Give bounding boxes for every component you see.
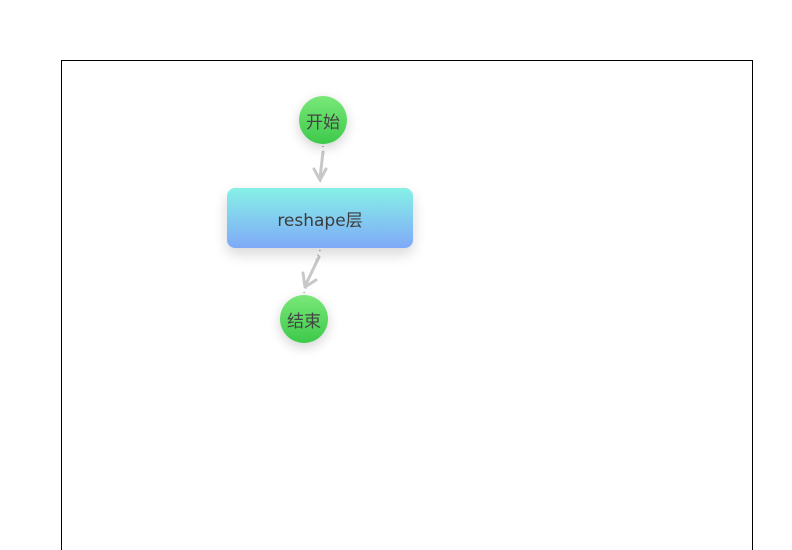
end-node[interactable]: 结束 xyxy=(280,295,328,343)
end-node-label: 结束 xyxy=(287,311,321,332)
start-node[interactable]: 开始 xyxy=(299,96,347,144)
flowchart-canvas xyxy=(61,60,753,550)
reshape-layer-node[interactable]: reshape层 xyxy=(227,188,413,248)
start-node-label: 开始 xyxy=(306,112,340,133)
reshape-layer-label: reshape层 xyxy=(277,210,363,231)
